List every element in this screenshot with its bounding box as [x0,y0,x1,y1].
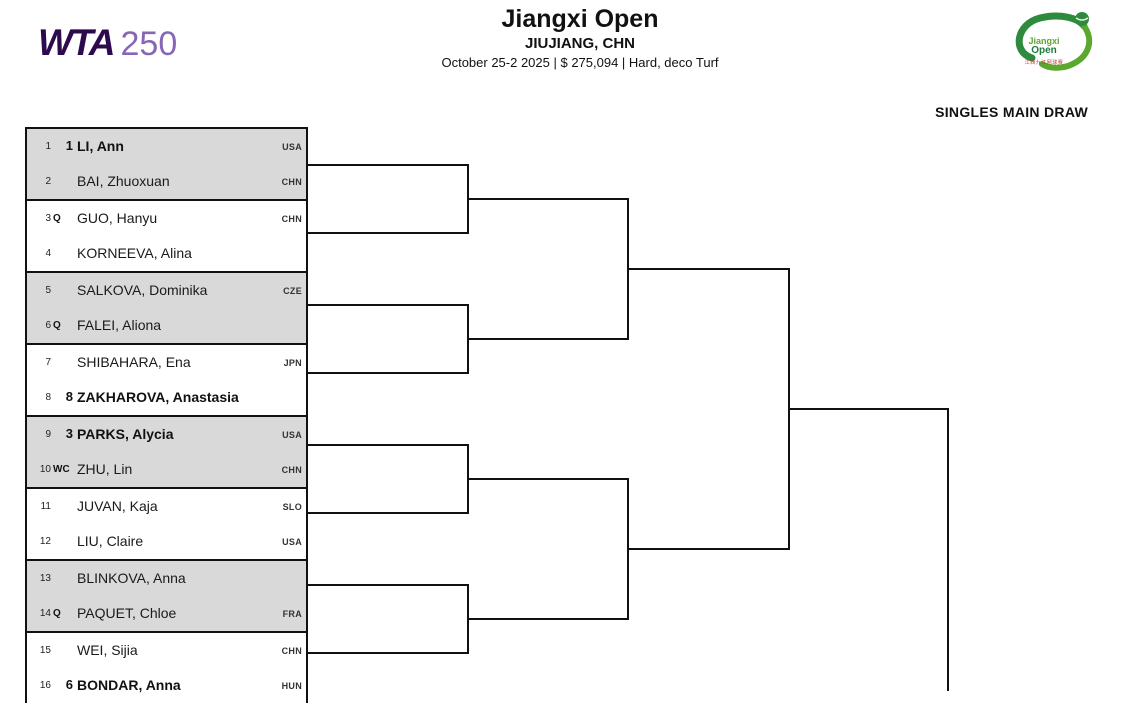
player-line-number: 15 [39,645,51,656]
player-name[interactable]: ZAKHAROVA, Anastasia [77,389,239,405]
player-row[interactable]: 9 3 PARKS, Alycia USA [27,417,306,452]
player-row[interactable]: 16 6 BONDAR, Anna HUN [27,668,306,703]
player-row[interactable]: 8 8 ZAKHAROVA, Anastasia [27,380,306,415]
wta-logo: WTA 250 [38,22,178,63]
player-line-number: 1 [45,141,51,152]
r1-match-4 [308,584,469,654]
player-country-code: USA [282,430,302,440]
player-line-number: 9 [45,429,51,440]
player-row[interactable]: 1 1 LI, Ann USA [27,129,306,164]
player-line-number: 14 [39,608,51,619]
tournament-logo: Jiangxi Open 江西九江网球赛 [1002,6,1110,74]
player-line-number: 13 [39,573,51,584]
player-line-number: 2 [45,176,51,187]
player-line-number: 5 [45,285,51,296]
player-row[interactable]: 13 BLINKOVA, Anna [27,561,306,596]
r1-match-3 [308,444,469,514]
title-block: Jiangxi Open JIUJIANG, CHN October 25-2 … [380,4,780,72]
player-row[interactable]: 11 JUVAN, Kaja SLO [27,489,306,524]
player-line-number: 8 [45,392,51,403]
player-row[interactable]: 12 LIU, Claire USA [27,524,306,559]
player-name[interactable]: SHIBAHARA, Ena [77,354,191,370]
player-name[interactable]: PAQUET, Chloe [77,605,177,621]
player-country-code: JPN [283,358,302,368]
player-line-number: 12 [39,536,51,547]
player-country-code: CHN [281,214,302,224]
player-country-code: CZE [283,286,302,296]
player-line-number: 10 [39,464,51,475]
player-line-number: 6 [45,320,51,331]
player-row[interactable]: 15 WEI, Sijia CHN [27,633,306,668]
tournament-meta: October 25-2 2025 | $ 275,094 | Hard, de… [441,55,719,70]
tournament-logo-graphic [1015,12,1093,71]
player-name[interactable]: BAI, Zhuoxuan [77,173,170,189]
player-country-code: CHN [281,646,302,656]
player-row[interactable]: 4 KORNEEVA, Alina [27,236,306,271]
player-line-number: 7 [45,357,51,368]
player-country-code: USA [282,537,302,547]
player-country-code: CHN [281,465,302,475]
player-entry-status: Q [53,213,61,224]
page-title: Jiangxi Open [501,5,659,33]
player-line-number: 16 [39,680,51,691]
player-country-code: USA [282,142,302,152]
r2-match-2 [468,478,629,620]
player-seed-number: 1 [65,138,73,153]
player-name[interactable]: JUVAN, Kaja [77,498,158,514]
player-name[interactable]: SALKOVA, Dominika [77,282,208,298]
player-seed-number: 8 [65,389,73,404]
player-line-number: 3 [45,213,51,224]
player-name[interactable]: BLINKOVA, Anna [77,570,186,586]
player-country-code: SLO [282,502,302,512]
wta-tier-label: 250 [120,25,178,63]
player-entry-status: Q [53,320,61,331]
player-country-code: CHN [281,177,302,187]
r2-match-1 [468,198,629,340]
player-name[interactable]: ZHU, Lin [77,461,133,477]
r1-match-2 [308,304,469,374]
player-entry-status: Q [53,608,61,619]
player-name[interactable]: PARKS, Alycia [77,426,174,442]
draw-match-pair: 15 WEI, Sijia CHN 16 6 BONDAR, Anna HUN [27,631,306,703]
tournament-location: JIUJIANG, CHN [524,35,636,52]
player-country-code: FRA [282,609,302,619]
draw-match-pair: 7 SHIBAHARA, Ena JPN 8 8 ZAKHAROVA, Anastasia [27,343,306,415]
player-name[interactable]: FALEI, Aliona [77,317,162,333]
player-row[interactable]: 7 SHIBAHARA, Ena JPN [27,345,306,380]
player-line-number: 4 [45,248,51,259]
draw-match-pair: 1 1 LI, Ann USA 2 BAI, Zhuoxuan CHN [27,129,306,199]
tournament-logo-text: Jiangxi Open 江西九江网球赛 [1016,36,1072,68]
r4-match-1 [789,408,949,691]
r1-match-1 [308,164,469,234]
player-name[interactable]: KORNEEVA, Alina [77,245,192,261]
player-name[interactable]: GUO, Hanyu [77,210,158,226]
player-line-number: 11 [40,501,51,512]
draw-match-pair: 11 JUVAN, Kaja SLO 12 LIU, Claire USA [27,487,306,559]
logo-line-2: Open [1031,45,1057,56]
player-country-code: HUN [281,681,302,691]
player-name[interactable]: WEI, Sijia [77,642,138,658]
player-entry-status: WC [53,464,70,475]
logo-line-3: 江西九江网球赛 [1024,60,1064,66]
r3-match-1 [628,268,790,550]
player-row[interactable]: 2 BAI, Zhuoxuan CHN [27,164,306,199]
player-name[interactable]: LI, Ann [77,138,124,154]
player-seed-number: 3 [65,426,73,441]
player-seed-number: 6 [65,677,73,692]
wta-wordmark: WTA [38,22,115,63]
player-name[interactable]: LIU, Claire [77,533,144,549]
draw-type-label: SINGLES MAIN DRAW [935,104,1088,120]
player-row[interactable]: 5 SALKOVA, Dominika CZE [27,273,306,308]
player-name[interactable]: BONDAR, Anna [77,677,181,693]
logo-line-1: Jiangxi [1028,36,1060,46]
